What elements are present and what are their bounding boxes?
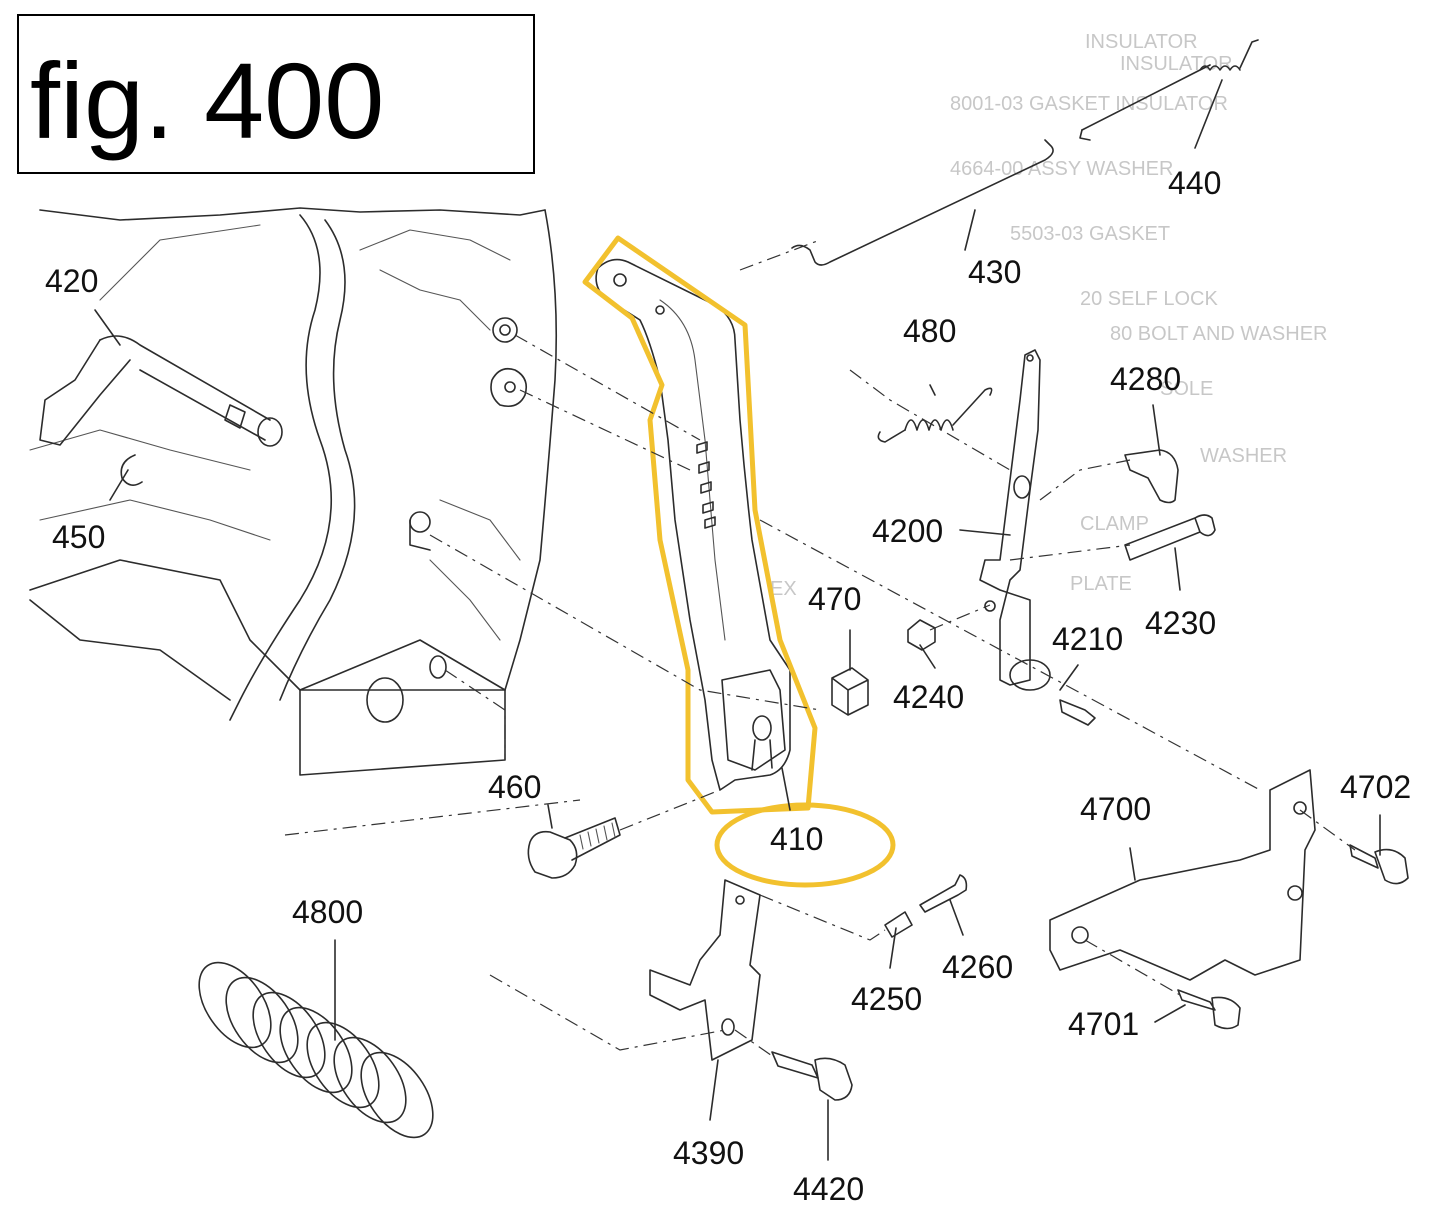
- bg-text-8: SOLE: [1160, 378, 1213, 400]
- bg-text-6: 20 SELF LOCK: [1080, 288, 1219, 310]
- part-410-callout-highlight: [714, 802, 896, 888]
- part-4200-bracket-arm: [979, 349, 1041, 686]
- engine-housing-drawing: [29, 207, 558, 776]
- part-420-lever-shaft: [39, 335, 283, 447]
- label-430: 430: [968, 254, 1021, 290]
- bg-text-9: WASHER: [1200, 445, 1287, 467]
- bg-text-10: CLAMP: [1080, 513, 1149, 535]
- label-4210: 4210: [1052, 621, 1123, 657]
- part-450-clip: [120, 454, 143, 486]
- label-410: 410: [770, 821, 823, 857]
- label-460: 460: [488, 769, 541, 805]
- label-4800: 4800: [292, 894, 363, 930]
- part-430-rod: [791, 139, 1054, 266]
- part-4240-nut: [907, 619, 936, 651]
- part-4701-bolt: [1177, 989, 1241, 1030]
- part-4260-pin: [919, 874, 968, 913]
- label-4280: 4280: [1110, 361, 1181, 397]
- bg-text-5: 5503-03 GASKET: [1010, 223, 1170, 245]
- part-4800-coil-spring: [198, 961, 434, 1139]
- part-4390-bracket: [649, 879, 761, 1061]
- label-470: 470: [808, 581, 861, 617]
- part-4250-spring: [884, 911, 913, 938]
- bg-text-1: INSULATOR: [1085, 31, 1198, 53]
- bg-text-11: PLATE: [1070, 573, 1132, 595]
- label-4240: 4240: [893, 679, 964, 715]
- label-4230: 4230: [1145, 605, 1216, 641]
- part-4210-clamp: [1009, 659, 1096, 726]
- bg-text-2: INSULATOR: [1120, 53, 1233, 75]
- part-410-governor-lever: [595, 258, 791, 791]
- label-420: 420: [45, 263, 98, 299]
- part-440-spring-rod: [1079, 39, 1259, 141]
- bg-text-3: 8001-03 GASKET INSULATOR: [950, 93, 1228, 115]
- background-parts-list: INSULATOR INSULATOR 8001-03 GASKET INSUL…: [770, 31, 1327, 600]
- part-4420-bolt: [771, 1051, 853, 1101]
- label-4200: 4200: [872, 513, 943, 549]
- part-4280-bolt: [1124, 449, 1179, 504]
- label-4701: 4701: [1068, 1006, 1139, 1042]
- figure-title: fig. 400: [30, 40, 384, 161]
- label-4260: 4260: [942, 949, 1013, 985]
- part-4702-bolt: [1349, 844, 1409, 885]
- label-4250: 4250: [851, 981, 922, 1017]
- label-4420: 4420: [793, 1171, 864, 1207]
- part-480-spring: [877, 387, 993, 443]
- label-4700: 4700: [1080, 791, 1151, 827]
- label-450: 450: [52, 519, 105, 555]
- part-4700-plate: [1049, 769, 1316, 981]
- assembly-centerlines: [284, 239, 1356, 1059]
- label-4390: 4390: [673, 1135, 744, 1171]
- part-460-bolt: [527, 817, 621, 879]
- callout-labels: 420 450 430 440 480 4280 4200 4230 4210 …: [45, 165, 1411, 1207]
- part-410-highlight-outline: [582, 235, 818, 815]
- label-4702: 4702: [1340, 769, 1411, 805]
- bg-text-4: 4664-00 ASSY WASHER: [950, 158, 1173, 180]
- label-480: 480: [903, 313, 956, 349]
- callout-leader-lines: [94, 79, 1381, 1161]
- bg-text-12: EX: [770, 578, 797, 600]
- bg-text-7: 80 BOLT AND WASHER: [1110, 323, 1327, 345]
- part-470-square-nut: [831, 667, 869, 716]
- label-440: 440: [1168, 165, 1221, 201]
- part-4230-screw: [1124, 514, 1216, 561]
- figure-title-box: fig. 400: [17, 14, 535, 174]
